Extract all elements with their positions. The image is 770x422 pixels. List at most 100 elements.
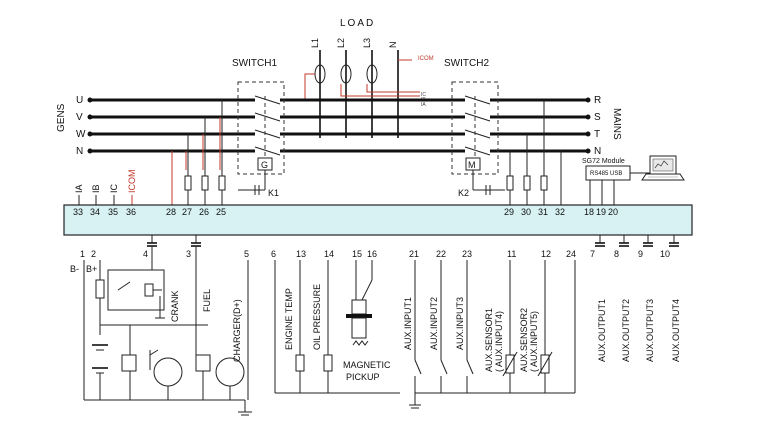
magnetic-pickup: MAGNETIC PICKUP: [343, 260, 391, 382]
terminal-24: 24: [566, 249, 576, 259]
terminal-15: 15: [352, 249, 362, 259]
switch2-box-label: M: [468, 160, 476, 170]
terminal-label-ia: IA: [74, 184, 84, 193]
terminal-14: 14: [324, 249, 334, 259]
aux-sensor1-label-2: ( AUX.INPUT4): [494, 311, 504, 372]
terminal-19: 19: [596, 207, 606, 217]
aux-input3-label: AUX.INPUT3: [455, 297, 465, 350]
mains-phase-r: R: [594, 95, 601, 106]
terminal-31: 31: [538, 207, 548, 217]
terminal-9: 9: [638, 249, 643, 259]
load-phase-l3: L3: [362, 38, 372, 48]
terminal-1: 1: [80, 249, 85, 259]
engine-temp-label: ENGINE TEMP: [284, 288, 294, 350]
engine-sensors: ENGINE TEMP OIL PRESSURE: [274, 260, 400, 394]
gens-label: GENS: [56, 103, 67, 132]
laptop-icon: [641, 155, 685, 181]
aux-inputs: AUX.INPUT1 AUX.INPUT2 AUX.INPUT3: [403, 260, 575, 409]
terminal-10: 10: [660, 249, 670, 259]
terminal-33: 33: [73, 207, 83, 217]
aux-sensor2-label-1: AUX.SENSOR2: [519, 308, 529, 372]
terminal-2: 2: [91, 249, 96, 259]
k1-label: K1: [268, 188, 279, 198]
battery-plus-label: B+: [86, 264, 97, 274]
sg72-module-title: SG72 Module: [582, 158, 625, 165]
load-phase-l1: L1: [310, 38, 320, 48]
terminal-12: 12: [541, 249, 551, 259]
load-title: LOAD: [340, 18, 375, 29]
terminal-5: 5: [244, 249, 249, 259]
aux-sensor1-label-1: AUX.SENSOR1: [484, 308, 494, 372]
crank-label: CRANK: [170, 290, 180, 322]
terminal-16: 16: [367, 249, 377, 259]
terminal-32: 32: [555, 207, 565, 217]
magnetic-pickup-label-1: MAGNETIC: [343, 360, 391, 370]
terminal-28: 28: [166, 207, 176, 217]
top-terminal-numbers: 33 34 35 36 28 27 26 25 29 30 31 32 18 1…: [73, 207, 618, 217]
terminal-8: 8: [614, 249, 619, 259]
crank-fuel-circuit: CRANK FUEL: [107, 246, 245, 400]
load-phase-l2: L2: [336, 38, 346, 48]
gen-voltage-sense: [171, 100, 226, 205]
terminal-18: 18: [584, 207, 594, 217]
switch2: M K2: [451, 81, 505, 198]
switch1-box-label: G: [261, 160, 268, 170]
terminal-3: 3: [186, 249, 191, 259]
aux-sensors: AUX.SENSOR1 ( AUX.INPUT4) AUX.SENSOR2 ( …: [484, 260, 576, 393]
load-phase-labels: L1 L2 L3 N: [310, 38, 398, 48]
terminal-6: 6: [271, 249, 276, 259]
switch2-label: SWITCH2: [444, 58, 489, 69]
power-buses: [87, 97, 591, 154]
controller-body: [63, 204, 693, 236]
sg72-module: SG72 Module RS485 USB: [582, 158, 650, 205]
gen-phase-labels: U V W N: [76, 95, 86, 157]
gen-phase-n: N: [76, 146, 83, 157]
terminal-label-ic: IC: [109, 183, 119, 193]
module-output-caps: [147, 235, 679, 247]
aux-output2-label: AUX.OUTPUT2: [621, 299, 631, 362]
ct-terminal-labels: IA IB IC ICOM: [74, 170, 137, 205]
aux-output4-label: AUX.OUTPUT4: [671, 299, 681, 362]
mains-phase-labels: R S T N: [594, 95, 601, 157]
mains-phase-t: T: [594, 129, 600, 140]
bottom-terminal-numbers: 1 2 4 3 5 6 13 14 15 16 21 22 23 11 12 2…: [80, 249, 670, 259]
charger-circuit: CHARGER(D+): [232, 260, 252, 416]
terminal-label-ib: IB: [91, 184, 101, 193]
aux-output3-label: AUX.OUTPUT3: [645, 299, 655, 362]
terminal-27: 27: [182, 207, 192, 217]
switch1-label: SWITCH1: [232, 58, 277, 69]
mains-phase-n: N: [594, 146, 601, 157]
load-feed-lines: IC IB IA: [304, 50, 426, 138]
battery-minus-label: B-: [70, 264, 79, 274]
gen-phase-v: V: [76, 112, 83, 123]
terminal-26: 26: [199, 207, 209, 217]
k2-label: K2: [458, 188, 469, 198]
mains-label: MAINS: [611, 108, 622, 140]
terminal-30: 30: [521, 207, 531, 217]
gen-phase-u: U: [76, 95, 83, 106]
mains-phase-s: S: [594, 112, 601, 123]
fuel-label: FUEL: [202, 289, 212, 312]
terminal-29: 29: [504, 207, 514, 217]
sg72-module-port: RS485 USB: [590, 171, 622, 177]
charger-label: CHARGER(D+): [232, 299, 242, 362]
ct-label-ia: IA: [421, 102, 426, 108]
terminal-label-icom: ICOM: [127, 170, 137, 194]
aux-input1-label: AUX.INPUT1: [403, 297, 413, 350]
terminal-11: 11: [507, 249, 516, 259]
terminal-4: 4: [143, 249, 148, 259]
gen-phase-w: W: [76, 129, 86, 140]
oil-pressure-label: OIL PRESSURE: [312, 284, 322, 350]
terminal-22: 22: [436, 249, 446, 259]
switch1: G K1: [237, 81, 285, 198]
aux-sensor2-label-2: ( AUX.INPUT5): [529, 311, 539, 372]
terminal-35: 35: [108, 207, 118, 217]
battery-circuit: B- B+: [70, 260, 245, 401]
terminal-36: 36: [126, 207, 136, 217]
aux-input2-label: AUX.INPUT2: [429, 297, 439, 350]
terminal-23: 23: [462, 249, 472, 259]
mains-voltage-sense: [506, 100, 562, 205]
load-phase-n: N: [388, 42, 398, 49]
aux-outputs: AUX.OUTPUT1 AUX.OUTPUT2 AUX.OUTPUT3 AUX.…: [597, 299, 681, 362]
